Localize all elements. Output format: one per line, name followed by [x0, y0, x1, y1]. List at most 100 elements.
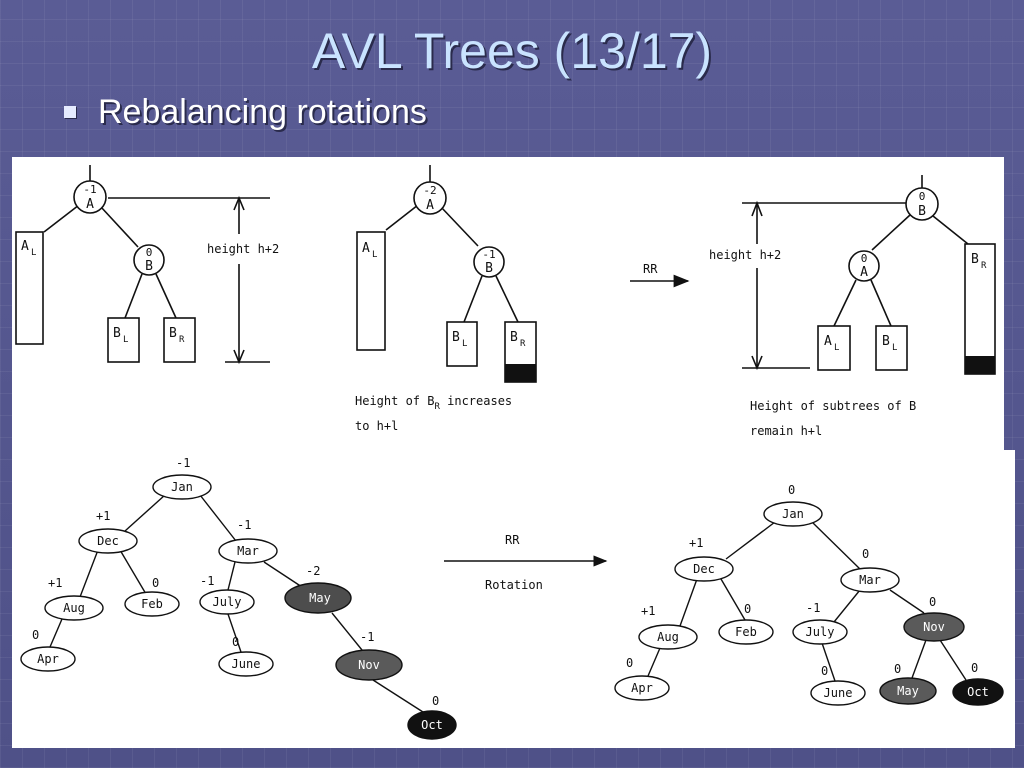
node-may: [284, 582, 352, 614]
node-dec: [78, 528, 138, 554]
node-feb-label: Feb: [141, 597, 163, 611]
node-nov-balance: 0: [929, 595, 936, 609]
subtree-al-box: [356, 231, 386, 351]
node-oct-label: Oct: [421, 718, 443, 732]
node-b-label: B: [918, 204, 926, 219]
node-a-circle: [73, 180, 107, 214]
node-jan-balance: 0: [788, 483, 795, 497]
subtree-al-label: A: [21, 239, 29, 254]
node-may-balance: 0: [894, 662, 901, 676]
node-mar-label: Mar: [859, 573, 881, 587]
node-a-balance: 0: [861, 252, 868, 265]
node-july-balance: -1: [200, 574, 214, 588]
subtree-br-label: B: [971, 252, 979, 267]
height-label-3: height h+2: [709, 248, 781, 262]
node-feb-label: Feb: [735, 625, 757, 639]
node-apr: [614, 675, 670, 701]
subtree-br-sub: R: [179, 335, 185, 345]
node-b-balance: 0: [146, 246, 153, 259]
node-oct-balance: 0: [432, 694, 439, 708]
node-b-balance: -1: [482, 248, 495, 261]
node-aug: [44, 595, 104, 621]
subtree-al-box: [817, 325, 851, 371]
subtree-al-sub: L: [372, 250, 377, 260]
node-jan-label: Jan: [782, 507, 804, 521]
node-july-balance: -1: [806, 601, 820, 615]
subtree-bl-box: [875, 325, 908, 371]
node-mar-label: Mar: [237, 544, 259, 558]
node-aug-balance: +1: [48, 576, 62, 590]
node-apr-label: Apr: [37, 652, 59, 666]
node-dec-label: Dec: [97, 534, 119, 548]
subtree-bl-box: [446, 321, 478, 367]
subtree-al-label: A: [824, 334, 832, 349]
height-label-1: height h+2: [207, 242, 279, 256]
node-aug-label: Aug: [657, 630, 679, 644]
node-july: [199, 589, 255, 615]
node-june-balance: 0: [821, 664, 828, 678]
node-apr: [20, 646, 76, 672]
node-apr-balance: 0: [32, 628, 39, 642]
node-aug-label: Aug: [63, 601, 85, 615]
node-may-balance: -2: [306, 564, 320, 578]
subtree-br-label: B: [510, 330, 518, 345]
node-july-label: July: [806, 625, 835, 639]
node-b-balance: 0: [919, 190, 926, 203]
node-nov: [903, 612, 965, 642]
node-nov-label: Nov: [358, 658, 380, 672]
node-feb-balance: 0: [744, 602, 751, 616]
node-dec-label: Dec: [693, 562, 715, 576]
subtree-bl-sub: L: [123, 335, 128, 345]
node-dec: [674, 556, 734, 582]
node-may-label: May: [897, 684, 919, 698]
subtree-bl-label: B: [113, 326, 121, 341]
caption-remain: remain h+l: [750, 424, 822, 438]
subtree-bl-label: B: [882, 334, 890, 349]
node-nov-balance: -1: [360, 630, 374, 644]
node-b-label: B: [485, 261, 493, 276]
subtree-br-growth: [505, 364, 536, 382]
bullet-text: Rebalancing rotations: [98, 92, 427, 131]
node-nov: [335, 649, 403, 681]
subtree-al-box: [15, 231, 44, 345]
node-aug: [638, 624, 698, 650]
top-diagram-panel: [12, 157, 1004, 450]
node-july-label: July: [213, 595, 242, 609]
node-dec-balance: +1: [96, 509, 110, 523]
node-aug-balance: +1: [641, 604, 655, 618]
node-jan: [763, 501, 823, 527]
before-tree: Jan -1 Dec +1 Mar -1 Aug +1 Feb 0 July -…: [20, 456, 457, 740]
rotation-label-text: Rotation: [485, 578, 543, 592]
node-jan-balance: -1: [176, 456, 190, 470]
node-mar: [218, 538, 278, 564]
node-june: [810, 680, 866, 706]
bullet-square-icon: [64, 106, 76, 118]
node-may: [879, 677, 937, 705]
node-a-circle: [848, 250, 880, 282]
subtree-bl-label: B: [452, 330, 460, 345]
subtree-br-box: [163, 317, 196, 363]
node-a-balance: -2: [423, 184, 436, 197]
node-jan-label: Jan: [171, 480, 193, 494]
after-tree: Jan 0 Dec +1 Mar 0 Aug +1 Feb 0 July -1 …: [614, 483, 1004, 706]
node-apr-label: Apr: [631, 681, 653, 695]
node-b-circle: [905, 187, 939, 221]
node-feb: [718, 619, 774, 645]
node-a-circle: [413, 181, 447, 215]
bullet-item: Rebalancing rotations: [64, 90, 427, 134]
node-jan: [152, 474, 212, 500]
rr-arrow-label: RR: [643, 262, 658, 276]
node-oct: [407, 710, 457, 740]
subtree-br-sub: R: [981, 261, 987, 271]
caption-subtrees: Height of subtrees of B: [750, 399, 916, 413]
subtree-br-label: B: [169, 326, 177, 341]
caption-increase: to h+l: [355, 419, 398, 433]
subtree-al-sub: L: [31, 248, 36, 258]
node-june: [218, 651, 274, 677]
subtree-br-sub: R: [520, 339, 526, 349]
node-nov-label: Nov: [923, 620, 945, 634]
node-dec-balance: +1: [689, 536, 703, 550]
subtree-br-box: [964, 243, 996, 375]
subtree-br-growth: [965, 356, 995, 374]
